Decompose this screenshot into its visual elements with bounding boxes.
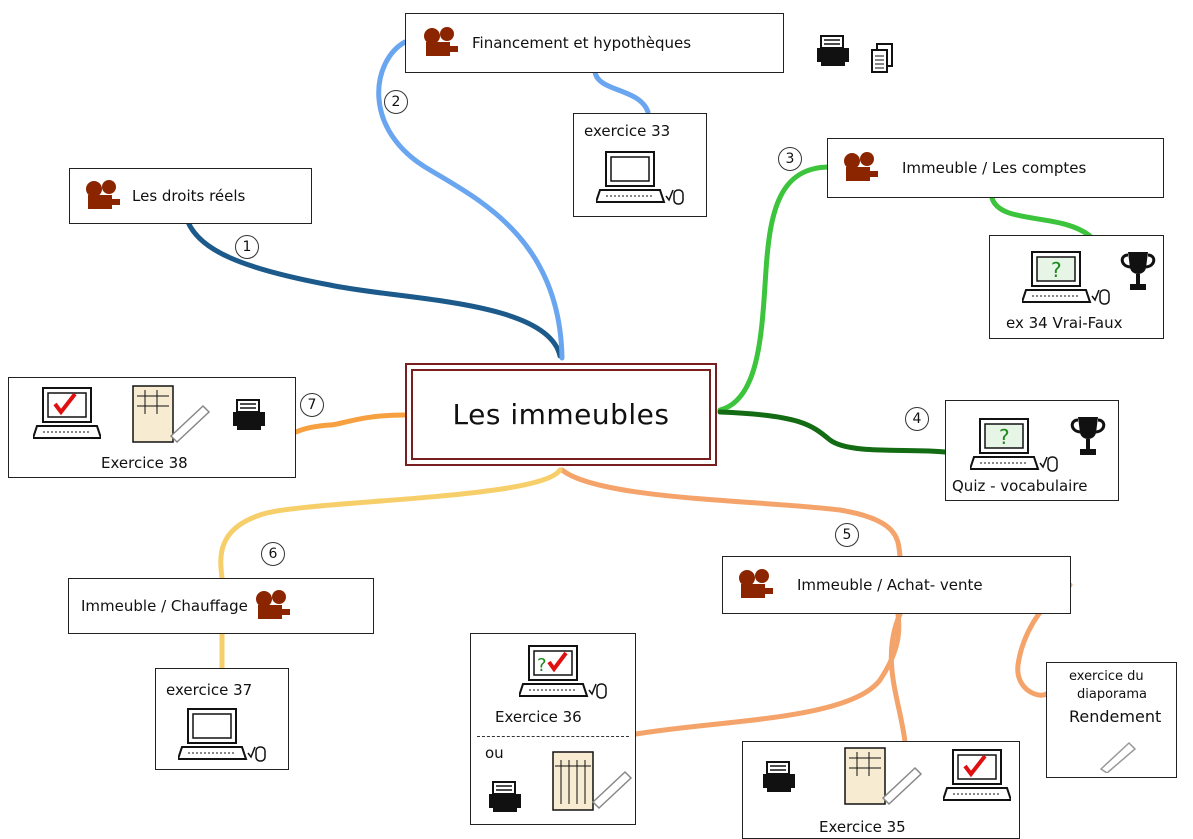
- branch-number-4: 4: [905, 407, 929, 431]
- link-comptes-ex34: [989, 195, 1093, 239]
- exercise-37-label: exercice 37: [166, 681, 253, 699]
- link-chauffage: [218, 467, 563, 581]
- link-financement-ex33: [592, 69, 651, 115]
- topic-achat-vente[interactable]: Immeuble / Achat- vente: [722, 556, 1071, 614]
- link-droits: [185, 219, 563, 359]
- branch-number-6: 6: [261, 542, 285, 566]
- laptop-check-icon: [33, 387, 101, 439]
- film-projector-icon: [86, 180, 120, 209]
- worksheet-pen-icon: [844, 747, 923, 806]
- central-topic[interactable]: Les immeubles: [405, 363, 717, 466]
- divider: [477, 736, 629, 737]
- pen-icon: [1099, 741, 1137, 773]
- link-ex38: [293, 412, 407, 435]
- branch-number-2: 2: [384, 90, 408, 114]
- exercise-37[interactable]: exercice 37: [155, 668, 289, 770]
- diaporama-line-3: Rendement: [1069, 707, 1162, 726]
- exercise-quiz-vocabulaire[interactable]: ? Quiz - vocabulaire: [945, 400, 1119, 501]
- svg-text:?: ?: [1051, 258, 1062, 282]
- diaporama-line-1: exercice du: [1069, 669, 1144, 684]
- link-comptes: [717, 164, 831, 413]
- laptop-mouse-icon: [596, 151, 684, 205]
- laptop-mouse-icon: [178, 708, 266, 762]
- exercise-33[interactable]: exercice 33: [573, 113, 707, 217]
- printer-icon[interactable]: [815, 34, 851, 68]
- link-achat: [559, 467, 903, 559]
- laptop-question-check-icon: ?: [519, 645, 607, 699]
- exercise-diaporama-rendement[interactable]: exercice du diaporama Rendement: [1046, 662, 1177, 778]
- film-projector-icon: [255, 590, 290, 619]
- exercise-36-or: ou: [485, 744, 504, 762]
- exercise-38[interactable]: Exercice 38: [8, 377, 296, 478]
- branch-number-3: 3: [778, 147, 802, 171]
- document-stack-icon[interactable]: [870, 42, 894, 74]
- exercise-36-label: Exercice 36: [495, 708, 582, 726]
- topic-droits-reels[interactable]: Les droits réels: [69, 168, 312, 224]
- branch-number-7: 7: [300, 393, 324, 417]
- branch-number-1: 1: [235, 235, 259, 259]
- worksheet-pen-icon: [552, 751, 633, 811]
- trophy-icon: [1070, 417, 1106, 455]
- exercise-34[interactable]: ? ex 34 Vrai-Faux: [989, 235, 1164, 339]
- central-topic-label: Les immeubles: [411, 369, 711, 460]
- exercise-36[interactable]: ? Exercice 36 ou: [470, 633, 636, 825]
- svg-text:?: ?: [537, 655, 547, 676]
- laptop-question-icon: ?: [970, 418, 1058, 472]
- link-quiz: [717, 409, 948, 455]
- topic-comptes[interactable]: Immeuble / Les comptes: [827, 138, 1164, 198]
- film-projector-icon: [424, 27, 458, 56]
- laptop-check-icon: [943, 749, 1011, 801]
- topic-achat-vente-label: Immeuble / Achat- vente: [797, 576, 983, 594]
- link-achat-ex35: [888, 611, 908, 745]
- branch-number-5: 5: [835, 523, 859, 547]
- printer-icon: [233, 399, 265, 430]
- printer-icon: [489, 781, 521, 812]
- diaporama-line-2: diaporama: [1077, 687, 1147, 702]
- topic-financement[interactable]: Financement et hypothèques: [405, 13, 784, 73]
- topic-chauffage-label: Immeuble / Chauffage: [81, 597, 248, 615]
- topic-droits-reels-label: Les droits réels: [132, 187, 246, 205]
- topic-comptes-label: Immeuble / Les comptes: [902, 159, 1087, 177]
- svg-text:?: ?: [999, 425, 1010, 449]
- trophy-icon: [1120, 252, 1156, 290]
- topic-financement-label: Financement et hypothèques: [472, 34, 692, 52]
- link-achat-ex36: [633, 611, 902, 737]
- film-projector-icon: [739, 569, 773, 598]
- worksheet-pen-icon: [132, 385, 211, 444]
- exercise-34-label: ex 34 Vrai-Faux: [1006, 314, 1123, 332]
- link-financement: [376, 39, 565, 361]
- printer-icon: [763, 761, 795, 792]
- film-projector-icon: [844, 152, 878, 181]
- exercise-35-label: Exercice 35: [819, 818, 906, 836]
- exercise-35[interactable]: Exercice 35: [742, 741, 1020, 839]
- exercise-33-label: exercice 33: [584, 122, 671, 140]
- topic-chauffage[interactable]: Immeuble / Chauffage: [68, 578, 374, 634]
- laptop-question-icon: ?: [1022, 251, 1110, 305]
- exercise-38-label: Exercice 38: [101, 454, 188, 472]
- exercise-quiz-label: Quiz - vocabulaire: [952, 477, 1088, 495]
